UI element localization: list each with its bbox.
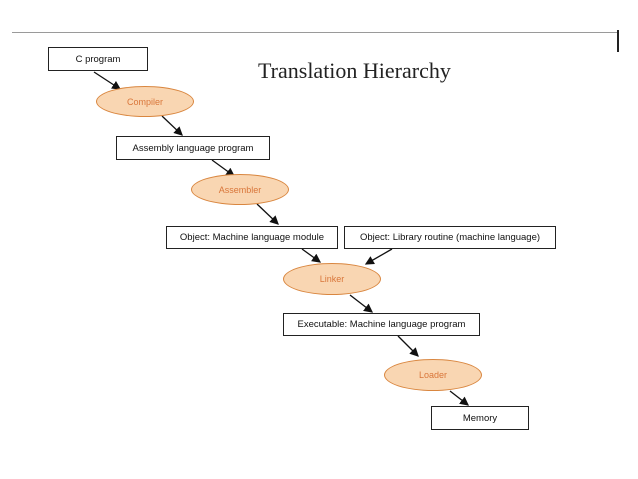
linker-oval: Linker: [283, 263, 381, 295]
linker-label: Linker: [319, 274, 345, 284]
assembler-oval: Assembler: [191, 174, 289, 205]
assembly-box: Assembly language program: [116, 136, 270, 160]
arrow-loader-to-memory: [449, 390, 470, 406]
loader-oval: Loader: [384, 359, 482, 391]
c-program-box: C program: [48, 47, 148, 71]
object-module-box: Object: Machine language module: [166, 226, 338, 249]
arrow-library-to-linker: [364, 248, 393, 265]
compiler-oval: Compiler: [96, 86, 194, 117]
assembly-label: Assembly language program: [132, 142, 254, 154]
executable-label: Executable: Machine language program: [297, 319, 466, 330]
arrow-cprogram-to-compiler: [93, 71, 122, 90]
compiler-label: Compiler: [126, 96, 163, 107]
arrow-module-to-linker: [301, 248, 322, 263]
c-program-label: C program: [75, 53, 121, 65]
loader-label: Loader: [418, 370, 448, 380]
arrow-compiler-to-assembly: [161, 115, 183, 136]
arrow-linker-to-executable: [349, 294, 374, 313]
assembler-label: Assembler: [218, 184, 262, 195]
object-library-box: Object: Library routine (machine languag…: [344, 226, 556, 249]
diagram-title: Translation Hierarchy: [258, 58, 451, 83]
memory-box: Memory: [431, 406, 529, 430]
executable-box: Executable: Machine language program: [283, 313, 480, 336]
arrow-executable-to-loader: [397, 335, 419, 357]
arrow-assembler-to-module: [256, 203, 279, 225]
memory-label: Memory: [462, 412, 498, 424]
right-edge-mark: [617, 30, 619, 52]
object-library-label: Object: Library routine (machine languag…: [359, 232, 541, 243]
top-rule: [12, 32, 618, 33]
object-module-label: Object: Machine language module: [179, 232, 325, 243]
